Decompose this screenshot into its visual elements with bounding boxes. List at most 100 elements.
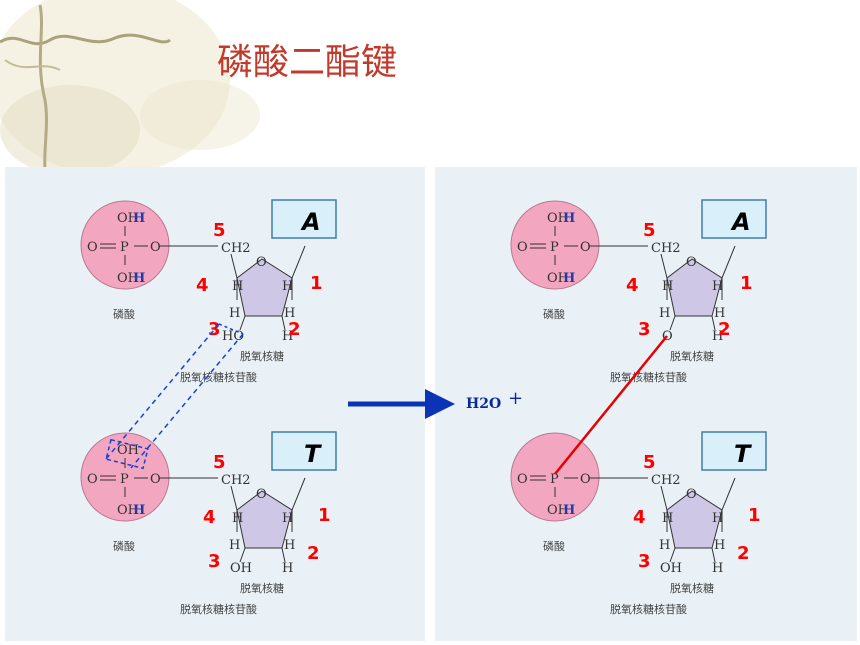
phosphate-o-left: O — [517, 240, 528, 255]
highlight-h-right-bottom-oh: H — [563, 503, 575, 518]
base-box — [271, 199, 337, 239]
nucleotide-left-bottom: OH O P O OH 磷酸 CH2 O H H H H OH H 脱氧核糖 T — [80, 431, 337, 616]
phosphate-o-right: O — [150, 472, 161, 487]
deoxyribose: CH2 O H H H H HO H 脱氧核糖 — [221, 241, 306, 363]
ring-h2: H — [714, 538, 725, 553]
phosphate-o-right: O — [580, 472, 591, 487]
ring-h3: H — [659, 538, 670, 553]
ring-h4: H — [662, 511, 673, 526]
highlight-h-bottom-oh: H — [133, 503, 145, 518]
sugar-3-substituent: OH — [660, 561, 682, 576]
carbon-4: 4 — [196, 275, 209, 296]
ring-h2: H — [284, 306, 295, 321]
phosphate-oh-top: OH — [117, 443, 139, 458]
phosphate-p: P — [550, 240, 559, 255]
ring-h1: H — [712, 511, 723, 526]
page-title: 磷酸二酯键 — [217, 42, 397, 83]
sugar-2-substituent: H — [712, 561, 723, 576]
phosphate-o-left: O — [87, 240, 98, 255]
ring-oxygen: O — [686, 487, 697, 502]
carbon-4: 4 — [633, 507, 646, 528]
ring-h1: H — [282, 279, 293, 294]
ring-oxygen: O — [686, 255, 697, 270]
phosphate-caption: 磷酸 — [543, 307, 565, 321]
phosphate-oh-top: OH — [117, 211, 139, 226]
sugar-caption: 脱氧核糖 — [240, 349, 284, 363]
phosphate-oh-bottom: OH — [547, 503, 569, 518]
ring-oxygen: O — [256, 255, 267, 270]
phosphate-p: P — [120, 472, 129, 487]
carbon-5: 5 — [213, 452, 226, 473]
sugar-3-substituent: HO — [222, 329, 244, 344]
carbon-3: 3 — [208, 319, 221, 340]
carbon-2: 2 — [288, 319, 301, 340]
sugar-3-substituent: OH — [230, 561, 252, 576]
phosphate-caption: 磷酸 — [113, 307, 135, 321]
base-box — [701, 431, 767, 471]
phosphate-caption: 磷酸 — [113, 539, 135, 553]
carbon-4: 4 — [626, 275, 639, 296]
nucleotide-left-top: OH O P O OH 磷酸 CH2 O H H H H HO H 脱氧核糖 A — [80, 199, 337, 384]
highlight-h-top-oh: H — [133, 211, 145, 226]
sugar-ch2: CH2 — [651, 241, 681, 256]
ring-h1: H — [712, 279, 723, 294]
base-box — [271, 431, 337, 471]
base-label: T — [304, 440, 322, 468]
sugar-2-substituent: H — [282, 329, 293, 344]
phosphate-o-left: O — [517, 472, 528, 487]
phosphate-p: P — [550, 472, 559, 487]
carbon-1: 1 — [748, 505, 761, 526]
phosphodiester-bond — [554, 335, 668, 475]
carbon-1: 1 — [740, 273, 753, 294]
condensation-dashed-box — [105, 323, 244, 470]
phosphate-o-right: O — [150, 240, 161, 255]
carbon-1: 1 — [310, 273, 323, 294]
plus-sign: + — [508, 388, 523, 409]
deoxyribose: CH2 O H H H H OH H 脱氧核糖 — [221, 473, 306, 595]
ring-h2: H — [714, 306, 725, 321]
carbon-5: 5 — [643, 452, 656, 473]
decorative-background — [0, 0, 260, 191]
base-label: T — [734, 440, 752, 468]
carbon-2: 2 — [737, 543, 750, 564]
ring-h2: H — [284, 538, 295, 553]
carbon-3: 3 — [208, 551, 221, 572]
phosphate-o-right: O — [580, 240, 591, 255]
carbon-2: 2 — [718, 319, 731, 340]
sugar-ch2: CH2 — [651, 473, 681, 488]
ring-h4: H — [232, 279, 243, 294]
ring-h4: H — [662, 279, 673, 294]
sugar-2-substituent: H — [282, 561, 293, 576]
carbon-5: 5 — [213, 220, 226, 241]
phosphate-p: P — [120, 240, 129, 255]
phosphate-oh-bottom: OH — [117, 271, 139, 286]
ring-h3: H — [659, 306, 670, 321]
sugar-caption: 脱氧核糖 — [240, 581, 284, 595]
ring-oxygen: O — [256, 487, 267, 502]
sugar-caption: 脱氧核糖 — [670, 581, 714, 595]
carbon-4: 4 — [203, 507, 216, 528]
highlight-h-top-oh-bottom: H — [133, 271, 145, 286]
nucleotide-right-bottom: O P O OH 磷酸 CH2 O H H H H OH H 脱氧核糖 T 5 … — [510, 431, 767, 616]
carbon-3: 3 — [638, 319, 651, 340]
phosphate-oh-bottom: OH — [117, 503, 139, 518]
sugar-ch2: CH2 — [221, 473, 251, 488]
deoxyribose: CH2 O H H H H OH H 脱氧核糖 — [651, 473, 736, 595]
carbon-3: 3 — [638, 551, 651, 572]
carbon-1: 1 — [318, 505, 331, 526]
phosphate-group: OH O P O OH 磷酸 — [80, 200, 218, 321]
highlight-h-right-top-oh: H — [563, 211, 575, 226]
ring-h3: H — [229, 538, 240, 553]
phosphate-caption: 磷酸 — [543, 539, 565, 553]
carbon-2: 2 — [307, 543, 320, 564]
sugar-caption: 脱氧核糖 — [670, 349, 714, 363]
phosphate-group: OH O P O OH 磷酸 — [510, 200, 648, 321]
phosphate-oh-top: OH — [547, 211, 569, 226]
base-label: A — [300, 208, 321, 236]
nucleotide-caption: 脱氧核糖核苷酸 — [610, 370, 687, 384]
carbon-5: 5 — [643, 220, 656, 241]
highlight-h-right-top-oh-bottom: H — [563, 271, 575, 286]
phosphate-group: O P O OH 磷酸 — [510, 432, 648, 553]
nucleotide-caption: 脱氧核糖核苷酸 — [610, 602, 687, 616]
